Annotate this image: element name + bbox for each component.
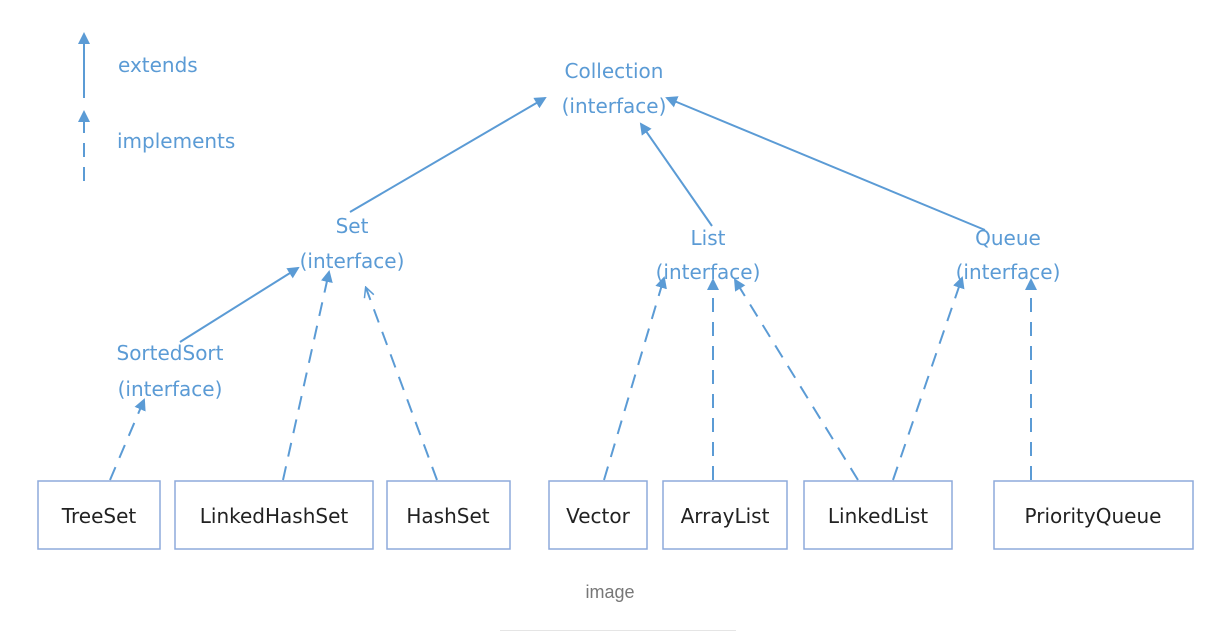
list-name: List — [691, 226, 726, 250]
node-collection: Collection (interface) — [562, 59, 667, 118]
node-list: List (interface) — [656, 226, 761, 284]
class-box-linkedhashset: LinkedHashSet — [174, 480, 374, 550]
node-sortedsort: SortedSort (interface) — [117, 341, 224, 401]
queue-name: Queue — [975, 226, 1041, 250]
class-label-vector: Vector — [566, 504, 631, 528]
edge-hashset-to-set — [366, 288, 438, 481]
image-caption: image — [585, 582, 635, 602]
collection-kind: (interface) — [562, 94, 667, 118]
edge-sortedsort-to-set — [179, 266, 300, 343]
sortedsort-kind: (interface) — [118, 377, 223, 401]
edge-treeset-to-sortedsort — [109, 398, 146, 481]
legend-implements-label: implements — [117, 129, 235, 153]
class-box-treeset: TreeSet — [37, 480, 161, 550]
edge-linkedlist-to-queue — [892, 276, 965, 481]
list-kind: (interface) — [656, 260, 761, 284]
queue-kind: (interface) — [956, 260, 1061, 284]
edge-linkedhashset-to-set — [282, 270, 333, 481]
sortedsort-name: SortedSort — [117, 341, 224, 365]
set-kind: (interface) — [300, 249, 405, 273]
class-box-hashset: HashSet — [386, 480, 511, 550]
edge-linkedlist-to-list — [733, 278, 859, 481]
class-box-linkedlist: LinkedList — [803, 480, 953, 550]
class-box-vector: Vector — [548, 480, 648, 550]
class-box-priorityqueue: PriorityQueue — [993, 480, 1194, 550]
legend-extends-label: extends — [118, 53, 198, 77]
edge-vector-to-list — [603, 276, 667, 481]
set-name: Set — [336, 214, 369, 238]
class-label-linkedlist: LinkedList — [828, 504, 928, 528]
class-label-treeset: TreeSet — [61, 504, 137, 528]
class-label-hashset: HashSet — [406, 504, 489, 528]
collection-name: Collection — [565, 59, 664, 83]
node-queue: Queue (interface) — [956, 226, 1061, 284]
class-label-arraylist: ArrayList — [681, 504, 770, 528]
class-box-arraylist: ArrayList — [662, 480, 788, 550]
edge-queue-to-collection — [665, 96, 986, 231]
edge-set-to-collection — [349, 96, 547, 213]
edge-list-to-collection — [639, 122, 713, 227]
caption-divider — [500, 630, 736, 631]
class-label-priorityqueue: PriorityQueue — [1025, 504, 1162, 528]
class-label-linkedhashset: LinkedHashSet — [200, 504, 349, 528]
node-set: Set (interface) — [300, 214, 405, 273]
